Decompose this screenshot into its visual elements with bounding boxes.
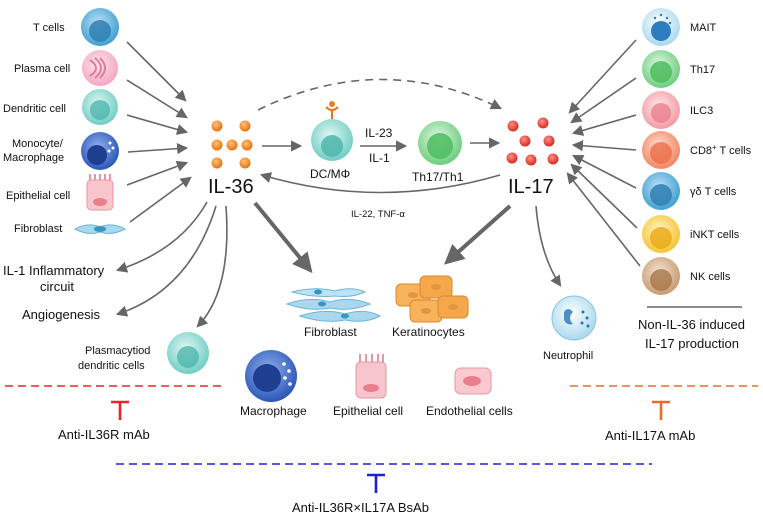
nk-cells-label: NK cells: [690, 271, 731, 283]
il17-label: IL-17: [508, 176, 554, 198]
arrow-il17-neutrophil: [535, 205, 562, 287]
left-source-arrows: [126, 41, 192, 223]
epithelial-target-icon: [355, 354, 387, 399]
neutrophil-label: Neutrophil: [543, 350, 593, 362]
dc-macrophage-label: DC/MΦ: [310, 167, 350, 181]
arrow-epi-il36: [126, 160, 189, 186]
il23-label: IL-23: [365, 126, 393, 140]
arrow-tcells-il36: [126, 41, 187, 102]
arrow-nk-il17: [566, 172, 641, 267]
macrophage-icon: [245, 350, 297, 402]
neutrophil-icon: [551, 295, 597, 341]
right-source-labels: MAIT Th17 ILC3 CD8+ T cells γδ T cells i…: [690, 22, 752, 283]
il36-cytokine-cluster: [211, 120, 253, 169]
fibroblast-target-label: Fibroblast: [304, 325, 357, 339]
bsab-inhibitor-symbol: [367, 473, 385, 493]
right-cell-icons: [642, 8, 680, 295]
dc-macrophage-icon: [311, 101, 353, 161]
th17-th1-label: Th17/Th1: [412, 170, 464, 184]
nk-cell-icon: [642, 257, 680, 295]
arrow-plasma-il36: [126, 79, 188, 119]
inkt-cells-label: iNKT cells: [690, 229, 740, 241]
keratinocytes-icon: [395, 275, 469, 323]
dashed-arrow-il36-il17: [257, 78, 503, 111]
dendritic-cell-icon: [82, 89, 118, 125]
anti-il17a-label: Anti-IL17A mAb: [605, 428, 695, 443]
anti-il36r-label: Anti-IL36R mAb: [58, 427, 150, 442]
arrow-il36-angiogenesis: [115, 205, 217, 317]
right-source-arrows: [566, 39, 641, 267]
left-cell-icons: [73, 8, 127, 234]
non-il36-label-line2: IL-17 production: [645, 336, 739, 351]
arrow-cd8-il17: [571, 140, 637, 152]
epithelial-cell-label: Epithelial cell: [6, 190, 70, 202]
gamma-delta-t-cells-label: γδ T cells: [690, 186, 737, 198]
ilc3-label: ILC3: [690, 105, 713, 117]
angiogenesis-label: Angiogenesis: [22, 307, 101, 322]
t-cells-label: T cells: [33, 22, 65, 34]
epithelial-target-label: Epithelial cell: [333, 404, 403, 418]
fibroblast-label: Fibroblast: [14, 223, 62, 235]
plasma-cell-label: Plasma cell: [14, 63, 70, 75]
fibroblast-icon: [73, 224, 127, 234]
il1-circuit-label-line2: circuit: [40, 279, 74, 294]
epithelial-cell-icon: [86, 174, 114, 211]
mait-cell-icon: [642, 8, 680, 46]
feedback-label: IL-22, TNF-α: [351, 209, 405, 220]
pdc-label-line2: dendritic cells: [78, 360, 145, 372]
il17-cytokine-cluster: [506, 117, 559, 166]
il36r-inhibitor-symbol: [111, 400, 129, 420]
arrow-mono-il36: [127, 143, 189, 155]
plasma-cell-icon: [82, 50, 118, 86]
th17-th1-icon: [418, 121, 462, 165]
arrow-mait-il17: [568, 39, 637, 114]
arrow-il36-pdc: [196, 205, 228, 328]
arrow-gd-il17: [572, 154, 637, 189]
dendritic-cell-label: Dendritic cell: [3, 103, 66, 115]
anti-bsab-label: Anti-IL36R×IL17A BsAb: [292, 500, 429, 515]
arrow-dc-il36: [126, 114, 189, 135]
il36-label: IL-36: [208, 176, 254, 198]
left-source-labels: T cells Plasma cell Dendritic cell Monoc…: [3, 22, 70, 235]
mait-label: MAIT: [690, 22, 717, 34]
endothelial-cells-label: Endothelial cells: [426, 404, 513, 418]
cd8-t-cell-icon: [642, 131, 680, 169]
endothelial-cell-icon: [454, 367, 492, 395]
th17-cell-icon: [642, 50, 680, 88]
cd8-t-cells-label: CD8+ T cells: [690, 143, 752, 157]
arrow-il36-il1circuit: [115, 201, 208, 273]
arrow-inkt-il17: [570, 163, 638, 229]
ilc3-cell-icon: [642, 91, 680, 129]
keratinocytes-label: Keratinocytes: [392, 325, 465, 339]
feedback-arrow-il17-il36: [259, 172, 501, 194]
il1-circuit-label-line1: IL-1 Inflammatory: [3, 263, 105, 278]
macrophage-target-label: Macrophage: [240, 404, 307, 418]
arrow-ilc3-il17: [571, 114, 637, 136]
non-il36-label-line1: Non-IL-36 induced: [638, 317, 745, 332]
pdc-label-line1: Plasmacytiod: [85, 345, 150, 357]
monocyte-label: Monocyte/: [12, 138, 64, 150]
thick-arrow-il36-fibroblast: [253, 201, 313, 274]
th17-label: Th17: [690, 64, 715, 76]
il1-label: IL-1: [369, 151, 390, 165]
inkt-cell-icon: [642, 215, 680, 253]
thick-arrow-il17-keratinocytes: [444, 204, 512, 265]
pdc-icon: [167, 332, 209, 374]
arrow-th17-il17: [570, 77, 637, 124]
t-cell-icon: [81, 8, 119, 46]
arrow-fibro-il36: [129, 176, 192, 223]
fibroblast-cluster-icon: [285, 288, 382, 322]
gamma-delta-t-cell-icon: [642, 172, 680, 210]
macrophage-label: Macrophage: [3, 152, 64, 164]
il17a-inhibitor-symbol: [652, 400, 670, 420]
monocyte-macrophage-icon: [81, 132, 119, 170]
